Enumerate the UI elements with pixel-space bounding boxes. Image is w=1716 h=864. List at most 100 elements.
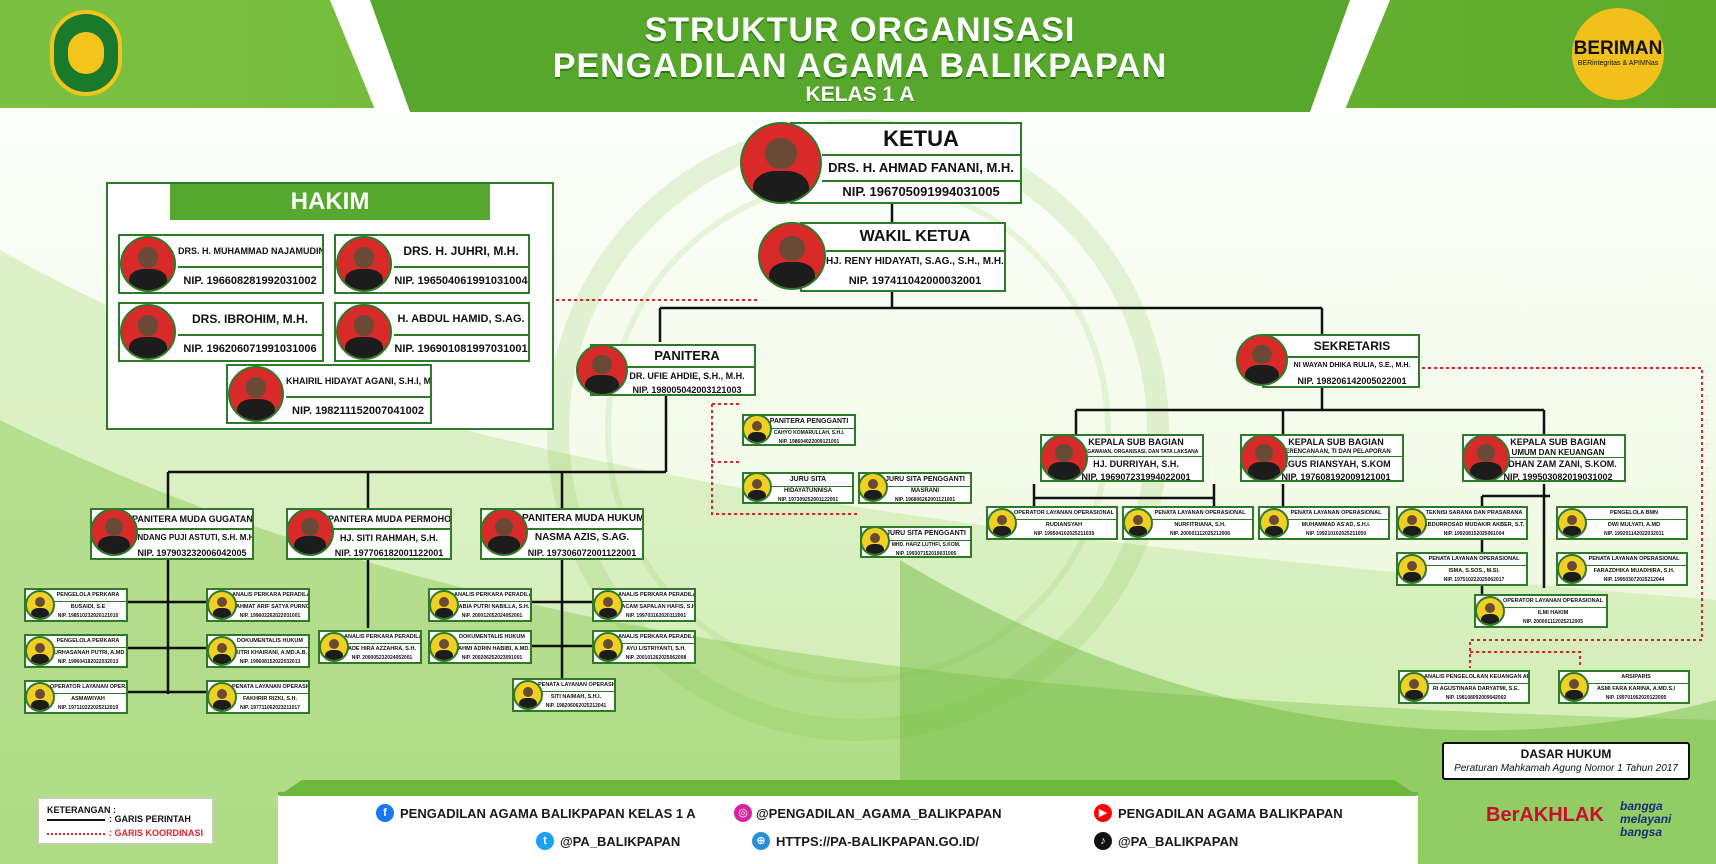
kasubag-unit: PERENCANAAN, TI DAN PELAPORAN: [1281, 449, 1391, 455]
legend-title: KETERANGAN :: [47, 805, 116, 815]
staff-name: NABIA PUTRI NABILLA, S.H.: [454, 601, 530, 612]
tagline-line-2: melayani: [1620, 812, 1672, 826]
youtube-icon[interactable]: ▶: [1094, 804, 1112, 822]
youtube-link[interactable]: PENGADILAN AGAMA BALIKPAPAN: [1118, 806, 1343, 821]
staff-photo: [1397, 554, 1427, 584]
staff-nip: NIP. 199608152022032013: [239, 659, 301, 665]
court-emblem-icon: [50, 10, 122, 96]
staff-title: TEKNISI SARANA DAN PRASARANA: [1425, 510, 1523, 516]
ketua-photo: [740, 122, 822, 204]
staff-title: PENATA LAYANAN OPERASIONAL: [538, 682, 614, 688]
hakim-photo: [228, 366, 284, 422]
instagram-link[interactable]: @PENGADILAN_AGAMA_BALIKPAPAN: [756, 806, 1002, 821]
hakim-name: DRS. IBROHIM, M.H.: [192, 312, 308, 326]
jurusita-name: MASRANI: [880, 486, 970, 496]
wakil-ketua-nip: NIP. 197411042000032001: [848, 275, 982, 287]
instagram-icon[interactable]: ◎: [734, 804, 752, 822]
staff-nip: NIP. 199210102025211050: [1305, 531, 1367, 537]
staff-name: NURFITRIANA, S.H.: [1148, 519, 1252, 530]
staff-photo: [1557, 508, 1587, 538]
staff-nip: NIP. 200001112025212006: [1170, 531, 1230, 537]
jurusita-title: JURU SITA PENGGANTI: [886, 530, 966, 537]
jurusita-title: JURU SITA: [789, 476, 827, 483]
dasar-hukum-title: DASAR HUKUM: [1520, 747, 1612, 761]
staff-photo: [593, 632, 623, 662]
hakim-nip: NIP. 196206071991031006: [178, 334, 322, 360]
staff-title: OPERATOR LAYANAN OPERASIONAL: [1014, 510, 1114, 516]
jurusita-photo: [860, 526, 890, 556]
staff-title: PENGELOLA PERKARA: [56, 638, 120, 644]
hakim-photo: [120, 236, 176, 292]
website-link[interactable]: HTTPS://PA-BALIKPAPAN.GO.ID/: [776, 834, 979, 849]
footer-accent: [278, 780, 1418, 796]
staff-nip: NIP. 200206252023091001: [461, 655, 523, 661]
staff-name: MUHAMMAD AS'AD, S.H.I.: [1284, 519, 1388, 530]
staff-title: DOKUMENTALIS HUKUM: [459, 634, 525, 640]
kasubag-photo: [1240, 434, 1288, 482]
wakil-ketua-card: WAKIL KETUA HJ. RENY HIDAYATI, S.AG., S.…: [800, 222, 1006, 292]
staff-title: PENATA LAYANAN OPERASIONAL: [1154, 510, 1246, 516]
staff-title: OPERATOR LAYANAN OPERASIONAL: [50, 684, 128, 690]
sekretaris-title: SEKRETARIS: [1313, 339, 1391, 353]
staff-title: DOKUMENTALIS HUKUM: [237, 638, 303, 644]
staff-photo: [207, 636, 237, 666]
staff-photo: [1399, 672, 1429, 702]
staff-name: FAKHRIR RIZKI, S.H.: [232, 693, 308, 704]
sekretaris-name: NI WAYAN DHIKA RULIA, S.E., M.H.: [1286, 356, 1418, 374]
hakim-title: HAKIM: [290, 188, 370, 215]
twitter-icon[interactable]: t: [536, 832, 554, 850]
header-ribbon: [330, 0, 1390, 112]
jurusita-nip: NIP. 199307152019031005: [895, 551, 957, 557]
pm-name: NASMA AZIS, S.AG.: [522, 528, 642, 546]
hakim-nip: NIP. 196608281992031002: [178, 266, 322, 292]
staff-photo: [25, 590, 55, 620]
beriman-logo-small: BERintegritas & APIMNas: [1577, 60, 1659, 67]
staff-nip: NIP. 198108092009042002: [1445, 695, 1507, 701]
staff-name: ABDURROSAD MUDAKIR AKBER, S.T.: [1422, 519, 1526, 530]
tagline-line-1: bangga: [1620, 799, 1663, 813]
staff-photo: [319, 632, 349, 662]
staff-title: ANALIS PERKARA PERADILAN: [618, 634, 696, 640]
staff-nip: NIP. 199604182022032013: [57, 659, 119, 665]
staff-nip: NIP. 200001112025212005: [1523, 619, 1583, 625]
kasubag-unit: UMUM DAN KEUANGAN: [1511, 448, 1605, 457]
sekretaris-photo: [1236, 334, 1288, 386]
staff-nip: NIP. 199504102025211039: [1033, 531, 1095, 537]
kasubag-title: KEPALA SUB BAGIAN: [1288, 437, 1384, 447]
legend-command-line: : GARIS PERINTAH: [109, 814, 191, 824]
beriman-logo-text: BERIMAN: [1573, 38, 1663, 59]
staff-name: SITI NAIMAH, S.H.I.: [538, 691, 614, 702]
staff-name: RUDIANSYAH: [1012, 519, 1116, 530]
jurusita-name: HIDAYATUNNISA: [764, 486, 852, 496]
kasubag-name: AGUS RIANSYAH, S.KOM: [1270, 456, 1402, 471]
jurusita-title: JURU SITA PENGGANTI: [885, 476, 965, 483]
staff-nip: NIP. 198206062025212041: [545, 703, 607, 709]
beriman-logo: BERIMAN BERintegritas & APIMNas: [1572, 8, 1664, 100]
hakim-photo: [336, 304, 392, 360]
staff-title: PENATA LAYANAN OPERASIONAL: [1428, 556, 1520, 562]
tiktok-icon[interactable]: ♪: [1094, 832, 1112, 850]
globe-icon[interactable]: ⊕: [752, 832, 770, 850]
staff-photo: [207, 590, 237, 620]
facebook-link[interactable]: PENGADILAN AGAMA BALIKPAPAN KELAS 1 A: [400, 806, 696, 821]
tiktok-link[interactable]: @PA_BALIKPAPAN: [1118, 834, 1239, 849]
legend-box: KETERANGAN : : GARIS PERINTAH : GARIS KO…: [38, 798, 213, 844]
staff-name: RAHMAT ARIF SATYA PURNOMO, S.H.: [232, 601, 308, 612]
staff-photo: [429, 632, 459, 662]
twitter-link[interactable]: @PA_BALIKPAPAN: [560, 834, 681, 849]
staff-title: OPERATOR LAYANAN OPERASIONAL: [1503, 598, 1603, 604]
pm-title: PANITERA MUDA HUKUM: [522, 513, 644, 524]
staff-photo: [1559, 672, 1589, 702]
hakim-name: H. ABDUL HAMID, S.AG.: [397, 313, 525, 325]
wakil-ketua-name: HJ. RENY HIDAYATI, S.AG., S.H., M.H.I: [826, 250, 1004, 272]
pm-title: PANITERA MUDA PERMOHONAN: [328, 514, 452, 524]
staff-name: BUSAIDI, S.E: [50, 601, 126, 612]
staff-name: RAHMI ADRIN HABIBI, A.MD.: [454, 643, 530, 654]
sekretaris-nip: NIP. 198206142005022001: [1297, 376, 1407, 386]
kasubag-nip: NIP. 199503082019031002: [1503, 472, 1613, 482]
ketua-name: DRS. H. AHMAD FANANI, M.H.: [828, 160, 1014, 175]
ketua-card: KETUA DRS. H. AHMAD FANANI, M.H. NIP. 19…: [790, 122, 1022, 204]
facebook-icon[interactable]: f: [376, 804, 394, 822]
staff-photo: [1475, 596, 1505, 626]
